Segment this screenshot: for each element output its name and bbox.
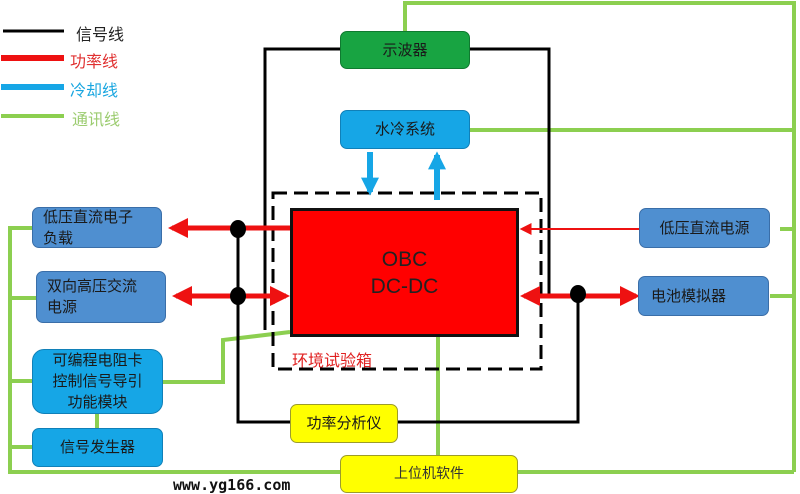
comm-line-left-bus (8, 226, 32, 472)
ac-source-label-2: 电源 (47, 298, 78, 316)
environment-chamber-label: 环境试验箱 (292, 351, 373, 370)
bidirectional-ac-source-box[interactable]: 双向高压交流电源 (36, 271, 166, 323)
resistor-card-label-1: 可编程电阻卡 (52, 351, 143, 369)
low-voltage-dc-source-box[interactable]: 低压直流电源 (639, 208, 770, 248)
signal-generator-box[interactable]: 信号发生器 (32, 428, 163, 467)
power-analyzer-label: 功率分析仪 (306, 414, 382, 432)
signal-line-oscilloscope (263, 47, 340, 330)
host-software-box[interactable]: 上位机软件 (340, 455, 518, 493)
legend-comm-label: 通讯线 (72, 110, 121, 129)
resistor-card-label-3: 功能模块 (67, 393, 128, 411)
junction-dot (230, 220, 246, 238)
dc-load-label-1: 低压直流电子 (43, 207, 134, 226)
water-cooling-box[interactable]: 水冷系统 (340, 110, 470, 149)
water-cooling-label: 水冷系统 (374, 120, 435, 138)
battery-sim-label: 电池模拟器 (651, 286, 727, 305)
dc-source-label: 低压直流电源 (659, 218, 750, 237)
dc-electronic-load-box[interactable]: 低压直流电子负载 (32, 207, 162, 248)
legend-signal-label: 信号线 (76, 25, 125, 44)
resistor-card-label-2: 控制信号导引 (52, 372, 143, 390)
programmable-resistor-card-box[interactable]: 可编程电阻卡控制信号导引功能模块 (32, 349, 163, 414)
dc-load-label-2: 负载 (43, 228, 74, 247)
dut-label-dcdc: DC-DC (370, 274, 439, 298)
signal-line-power-analyzer-right (398, 294, 580, 424)
oscilloscope-box[interactable]: 示波器 (340, 31, 470, 69)
ac-source-label-1: 双向高压交流 (47, 277, 138, 295)
power-analyzer-box[interactable]: 功率分析仪 (290, 404, 398, 443)
oscilloscope-label: 示波器 (382, 40, 428, 59)
junction-dot (570, 285, 586, 303)
dut-obc-dcdc[interactable]: OBC DC-DC (290, 208, 519, 337)
legend-cooling-label: 冷却线 (70, 81, 119, 100)
dut-label-obc: OBC (381, 247, 428, 271)
environment-chamber-boundary (271, 191, 543, 371)
legend-power-label: 功率线 (70, 52, 119, 71)
signal-line-oscilloscope-right (470, 47, 551, 294)
battery-simulator-box[interactable]: 电池模拟器 (638, 276, 769, 316)
watermark-text: www.yg166.com (170, 476, 294, 494)
junction-dot (230, 287, 246, 305)
host-software-label: 上位机软件 (394, 465, 464, 482)
signal-generator-label: 信号发生器 (59, 438, 135, 456)
comm-line-res-dut (162, 330, 291, 384)
comm-line-oscilloscope (403, 1, 796, 472)
